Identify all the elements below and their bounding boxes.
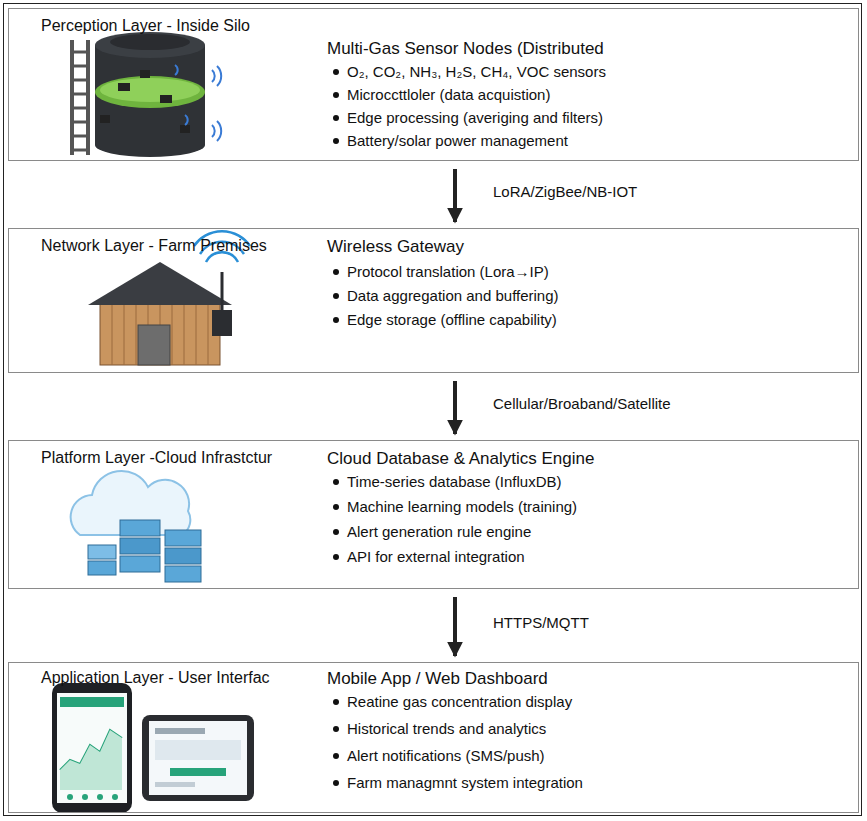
protocol-label: LoRA/ZigBee/NB-IOT — [491, 183, 639, 200]
bullet-item: Edge storage (offline capability) — [347, 311, 557, 328]
bullet-item: API for external integration — [347, 548, 525, 565]
bullet-item: Alert generation rule engine — [347, 523, 531, 540]
bullet-item: Edge processing (averiging and filters) — [347, 109, 603, 126]
bullet-item: Farm managmnt system integration — [347, 774, 583, 791]
flow-arrow — [453, 381, 457, 434]
bullet-dot — [333, 92, 339, 98]
component-title: Mobile App / Web Dashboard — [327, 669, 548, 689]
layer-heading: Network Layer - Farm Premises — [41, 237, 267, 255]
layer-heading: Application Layer - User Interfac — [41, 669, 270, 687]
bullet-item: Battery/solar power management — [347, 132, 568, 149]
bullet-item: Data aggregation and buffering) — [347, 287, 559, 304]
layer-band: Network Layer - Farm Premises Wireless Ga… — [8, 228, 859, 373]
layer-band: Platform Layer -Cloud Infrastctur Cloud D… — [8, 440, 859, 589]
bullet-item: Protocol translation (Lora→IP) — [347, 263, 549, 280]
bullet-item: Time-series database (InfluxDB) — [347, 473, 562, 490]
layer-heading: Platform Layer -Cloud Infrastctur — [41, 449, 272, 467]
bullet-item: Machine learning models (training) — [347, 498, 577, 515]
flow-arrow — [453, 169, 457, 222]
bullet-dot — [333, 529, 339, 535]
layer-heading: Perception Layer - Inside Silo — [41, 17, 250, 35]
flow-arrow — [453, 597, 457, 656]
bullet-dot — [333, 479, 339, 485]
bullet-dot — [333, 115, 339, 121]
bullet-dot — [333, 317, 339, 323]
silo-illustration — [70, 32, 221, 157]
bullet-dot — [333, 780, 339, 786]
bullet-dot — [333, 138, 339, 144]
component-title: Cloud Database & Analytics Engine — [327, 449, 594, 469]
bullet-item: Microccttloler (data acquistion) — [347, 86, 550, 103]
bullet-dot — [333, 504, 339, 510]
bullet-dot — [333, 269, 339, 275]
bullet-dot — [333, 293, 339, 299]
bullet-item: Historical trends and analytics — [347, 720, 546, 737]
bullet-item: Alert notifications (SMS/push) — [347, 747, 545, 764]
bullet-item: Reatine gas concentration display — [347, 693, 572, 710]
bullet-item: O₂, CO₂, NH₃, H₂S, CH₄, VOC sensors — [347, 63, 606, 80]
layer-band: Perception Layer - Inside SiloMulti-Gas … — [8, 8, 859, 161]
bullet-dot — [333, 699, 339, 705]
layer-band: Application Layer - User Interfac Mobile … — [8, 662, 859, 813]
bullet-dot — [333, 726, 339, 732]
cloud-server-illustration — [71, 471, 201, 582]
protocol-label: Cellular/Broaband/Satellite — [491, 395, 673, 412]
bullet-dot — [333, 69, 339, 75]
component-title: Multi-Gas Sensor Nodes (Distributed — [327, 39, 604, 59]
devices-illustration — [52, 683, 254, 813]
component-title: Wireless Gateway — [327, 237, 464, 257]
bullet-dot — [333, 753, 339, 759]
protocol-label: HTTPS/MQTT — [491, 614, 591, 631]
bullet-dot — [333, 554, 339, 560]
